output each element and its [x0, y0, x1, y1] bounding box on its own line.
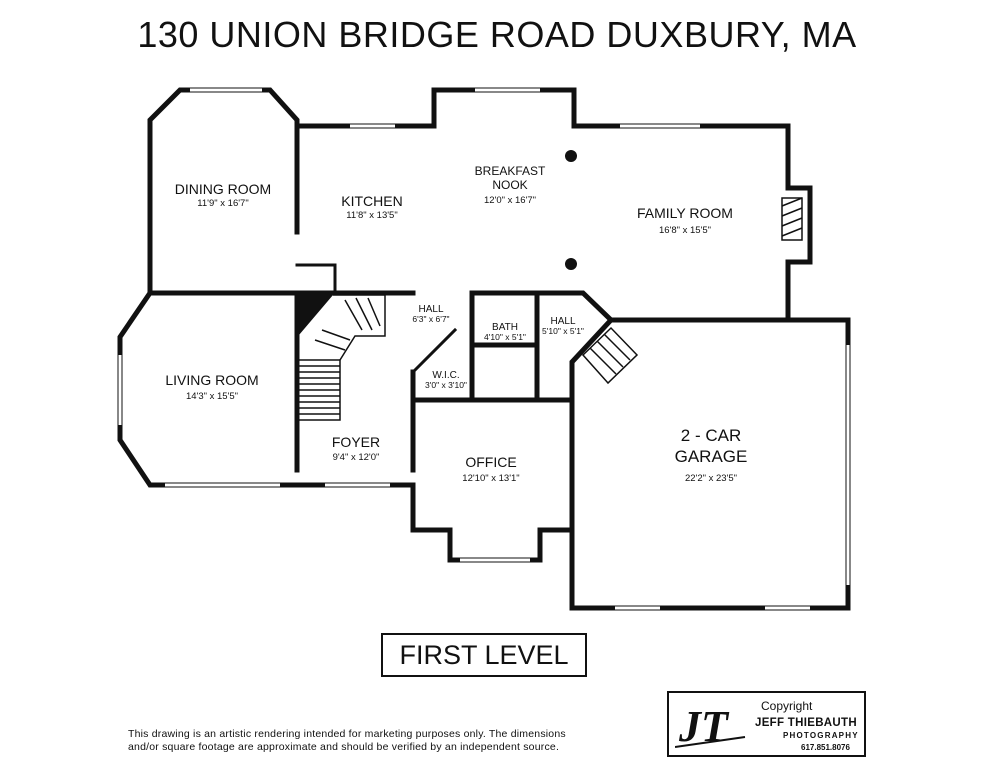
room-name-family: FAMILY ROOM — [637, 205, 733, 221]
room-dims-living: 14'3" x 15'5" — [186, 391, 238, 402]
room-dims-bath: 4'10" x 5'1" — [484, 332, 526, 342]
room-name-wic: W.I.C. — [432, 370, 459, 381]
room-name-office: OFFICE — [465, 454, 516, 470]
room-dims-hall-1: 6'3" x 6'7" — [412, 314, 449, 324]
room-name-nook-2: NOOK — [492, 178, 527, 192]
room-dims-nook: 12'0" x 16'7" — [484, 195, 536, 206]
room-name-living: LIVING ROOM — [165, 372, 258, 388]
wic-diagonal — [410, 327, 458, 375]
bath-west-wall — [469, 290, 540, 348]
photographer-name: JEFF THIEBAUTH — [755, 717, 857, 729]
room-dims-wic: 3'0" x 3'10" — [425, 380, 467, 390]
room-dims-garage: 22'2" x 23'5" — [685, 473, 737, 484]
copyright-badge: JT Copyright JEFF THIEBAUTH PHOTOGRAPHY … — [667, 691, 866, 757]
exterior-wall-north — [294, 87, 813, 323]
room-name-garage-1: 2 - CAR — [681, 426, 741, 445]
stairs-garage — [581, 326, 639, 385]
room-dims-dining: 11'9" x 16'7" — [197, 198, 248, 209]
bath-walls — [469, 290, 615, 403]
photographer-phone: 617.851.8076 — [801, 743, 850, 752]
disclaimer-line-1: This drawing is an artistic rendering in… — [128, 728, 566, 740]
room-name-foyer: FOYER — [332, 434, 380, 450]
stairs-foyer — [299, 294, 386, 421]
wic-walls — [469, 342, 540, 403]
room-dims-office: 12'10" x 13'1" — [462, 473, 519, 484]
fireplace — [781, 197, 803, 241]
room-dims-family: 16'8" x 15'5" — [659, 225, 711, 236]
level-label: FIRST LEVEL — [381, 633, 587, 677]
kitchen-closet — [295, 263, 337, 295]
room-dims-kitchen: 11'8" x 13'5" — [346, 210, 397, 221]
room-name-garage-2: GARAGE — [675, 447, 748, 466]
room-name-hall-2: HALL — [550, 316, 575, 327]
jt-logo-icon: JT — [675, 702, 746, 751]
room-name-hall-1: HALL — [418, 304, 443, 315]
disclaimer-line-2: and/or square footage are approximate an… — [128, 741, 560, 753]
stair-corner — [299, 295, 333, 335]
column-post — [565, 150, 577, 162]
room-name-dining: DINING ROOM — [175, 181, 271, 197]
plan-title: 130 UNION BRIDGE ROAD DUXBURY, MA — [137, 14, 857, 55]
room-dims-foyer: 9'4" x 12'0" — [333, 452, 380, 463]
disclaimer: This drawing is an artistic rendering in… — [128, 728, 648, 754]
room-dims-hall-2: 5'10" x 5'1" — [542, 326, 584, 336]
copyright-text: Copyright — [761, 699, 813, 713]
room-name-nook-1: BREAKFAST — [475, 164, 546, 178]
garage-walls — [569, 317, 851, 611]
room-name-bath: BATH — [492, 322, 518, 333]
windows — [118, 88, 850, 610]
column-post — [565, 258, 577, 270]
room-name-kitchen: KITCHEN — [341, 193, 402, 209]
photographer-sub: PHOTOGRAPHY — [783, 731, 859, 740]
